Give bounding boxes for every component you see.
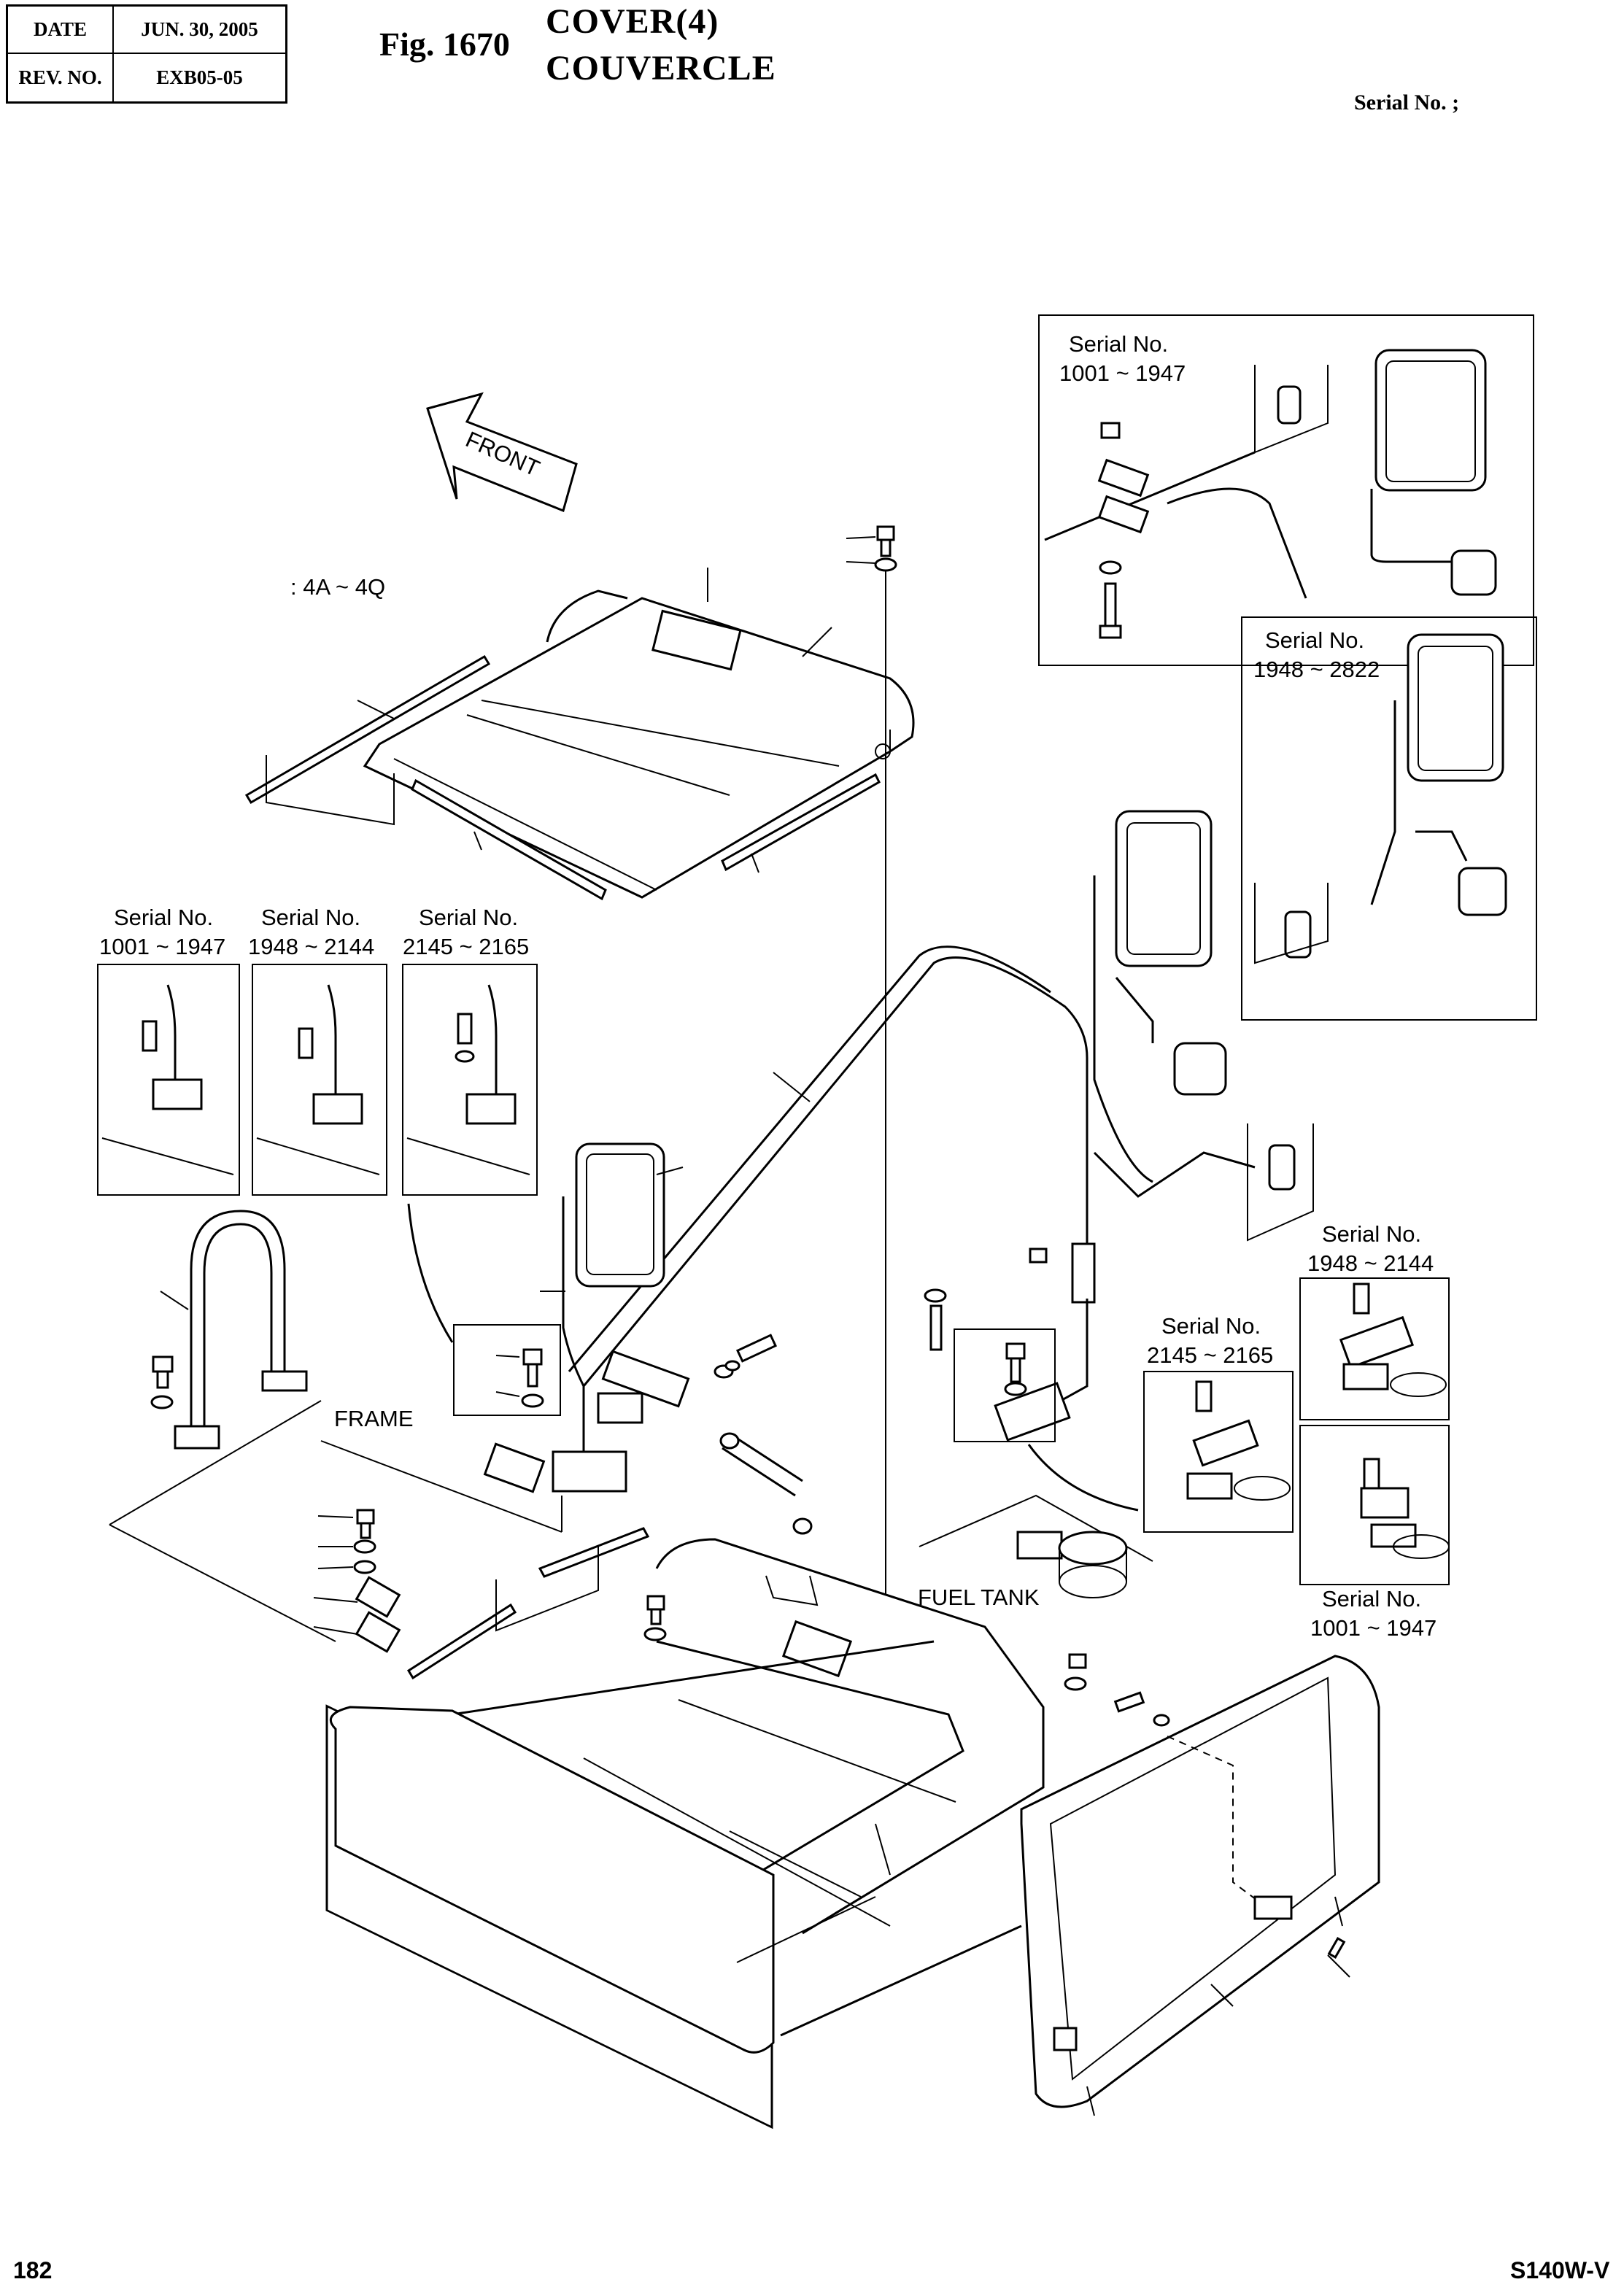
inset-left-1-range: 1001 ~ 1947 <box>99 934 225 959</box>
fuel-tank-label: FUEL TANK <box>918 1585 1040 1610</box>
top-cover-panel <box>363 589 915 899</box>
rev-label: REV. NO. <box>8 54 114 101</box>
seal-strip-2 <box>411 778 607 901</box>
title-french: COUVERCLE <box>546 49 776 88</box>
inset-right-c-range: 1001 ~ 1947 <box>1310 1615 1437 1641</box>
rev-value: EXB05-05 <box>156 66 243 88</box>
date-value: JUN. 30, 2005 <box>114 7 285 54</box>
date-label: DATE <box>8 7 114 54</box>
figure-number: Fig. 1670 <box>379 26 510 63</box>
seal-strip-4 <box>538 1527 650 1578</box>
inset-top-2-range: 1948 ~ 2822 <box>1253 657 1380 682</box>
inset-left-2-range: 1948 ~ 2144 <box>248 934 374 959</box>
revision-table: DATE JUN. 30, 2005 REV. NO. EXB05-05 <box>6 4 287 104</box>
inset-right-a-serial: Serial No. <box>1322 1221 1421 1247</box>
front-arrow: FRONT <box>426 392 578 513</box>
inset-right-a-range: 1948 ~ 2144 <box>1307 1250 1434 1276</box>
title-english: COVER(4) <box>546 2 719 41</box>
inset-bolt-left <box>453 1324 561 1416</box>
fuel-tank <box>919 1494 1153 1598</box>
lower-base-covers <box>325 1538 1380 2130</box>
inset-bolt-right <box>924 1247 1139 1512</box>
inset-right-b-range: 2145 ~ 2165 <box>1147 1342 1273 1368</box>
inset-top-2-serial: Serial No. <box>1265 627 1364 653</box>
inset-left-3-serial: Serial No. <box>419 905 518 930</box>
inset-left-1-serial: Serial No. <box>114 905 213 930</box>
inset-top-1-serial: Serial No. <box>1069 331 1168 357</box>
inset-top-1-range: 1001 ~ 1947 <box>1059 360 1186 386</box>
left-mirror-assembly <box>540 1142 684 1493</box>
frame-label: FRAME <box>334 1406 414 1431</box>
left-bolt-stack <box>313 1509 401 1653</box>
seal-strip-3 <box>721 773 881 872</box>
inset-left-2-serial: Serial No. <box>261 905 360 930</box>
inset-right-c-serial: Serial No. <box>1322 1586 1421 1612</box>
inset-right-b-serial: Serial No. <box>1161 1313 1261 1339</box>
mounting-brackets <box>483 1334 813 1535</box>
page-number: 182 <box>13 2257 53 2283</box>
serial-prefix: Serial No. ; <box>1354 90 1460 115</box>
right-mirror-assembly <box>1093 810 1314 1242</box>
inset-left-3-range: 2145 ~ 2165 <box>403 934 529 959</box>
seal-strip-1 <box>244 654 491 805</box>
inset-serial-1001-1947-mirror: Serial No. 1001 ~ 1947 <box>1038 314 1534 666</box>
bolt-top-center <box>846 525 897 1714</box>
inset-left-group: Serial No. 1001 ~ 1947 Serial No. 1948 ~… <box>97 905 538 1343</box>
inset-right-group: Serial No. 1948 ~ 2144 Serial No. 2145 ~… <box>1143 1221 1450 1641</box>
grab-handle <box>150 1210 308 1450</box>
inset-serial-1948-2822-mirror: Serial No. 1948 ~ 2822 <box>1241 616 1537 1021</box>
model-code: S140W-V <box>1510 2257 1610 2283</box>
handrail-frame <box>568 945 1096 1442</box>
range-note: : 4A ~ 4Q <box>290 574 385 600</box>
seal-strip-5 <box>406 1603 517 1680</box>
